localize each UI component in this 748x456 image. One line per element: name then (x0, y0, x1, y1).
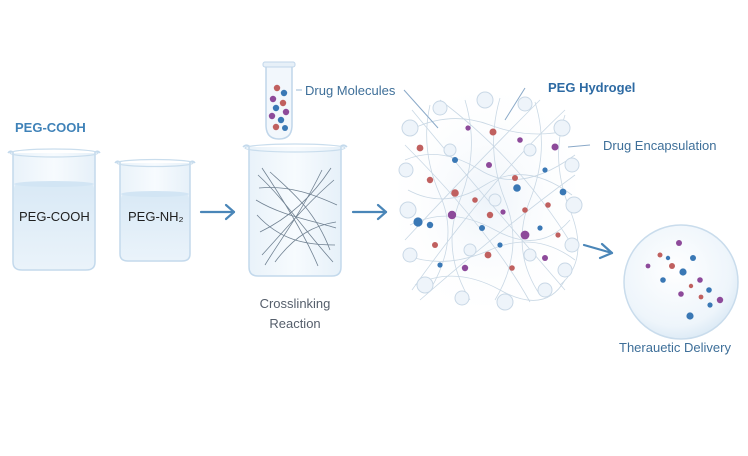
peg-cooh-heading: PEG-COOH (15, 120, 86, 135)
beaker-icon (114, 158, 196, 262)
drug-encapsulation-label: Drug Encapsulation (603, 138, 717, 153)
therapeutic-delivery-label: Therauetic Delivery (619, 340, 731, 355)
leader-line (403, 87, 591, 148)
beaker2-label: PEG-NH₂ (128, 209, 184, 224)
beaker-icon (7, 148, 101, 271)
drug-release-sphere-icon (623, 224, 739, 340)
crosslinking-label-line1: Crosslinking (259, 296, 331, 311)
drug-molecules-label: Drug Molecules (305, 83, 396, 98)
crosslinking-reaction-label: Crosslinking Reaction (245, 294, 345, 334)
arrow-right-icon (199, 203, 236, 221)
beaker1-label: PEG-COOH (19, 209, 90, 224)
hydrogel-network-icon (398, 91, 583, 311)
beaker-icon (242, 143, 348, 277)
crosslinking-label-line2: Reaction (269, 316, 321, 331)
arrow-right-icon (351, 203, 388, 221)
arrow-right-icon (582, 242, 614, 260)
test-tube-icon (262, 61, 296, 140)
peg-hydrogel-label: PEG Hydrogel (548, 80, 636, 95)
